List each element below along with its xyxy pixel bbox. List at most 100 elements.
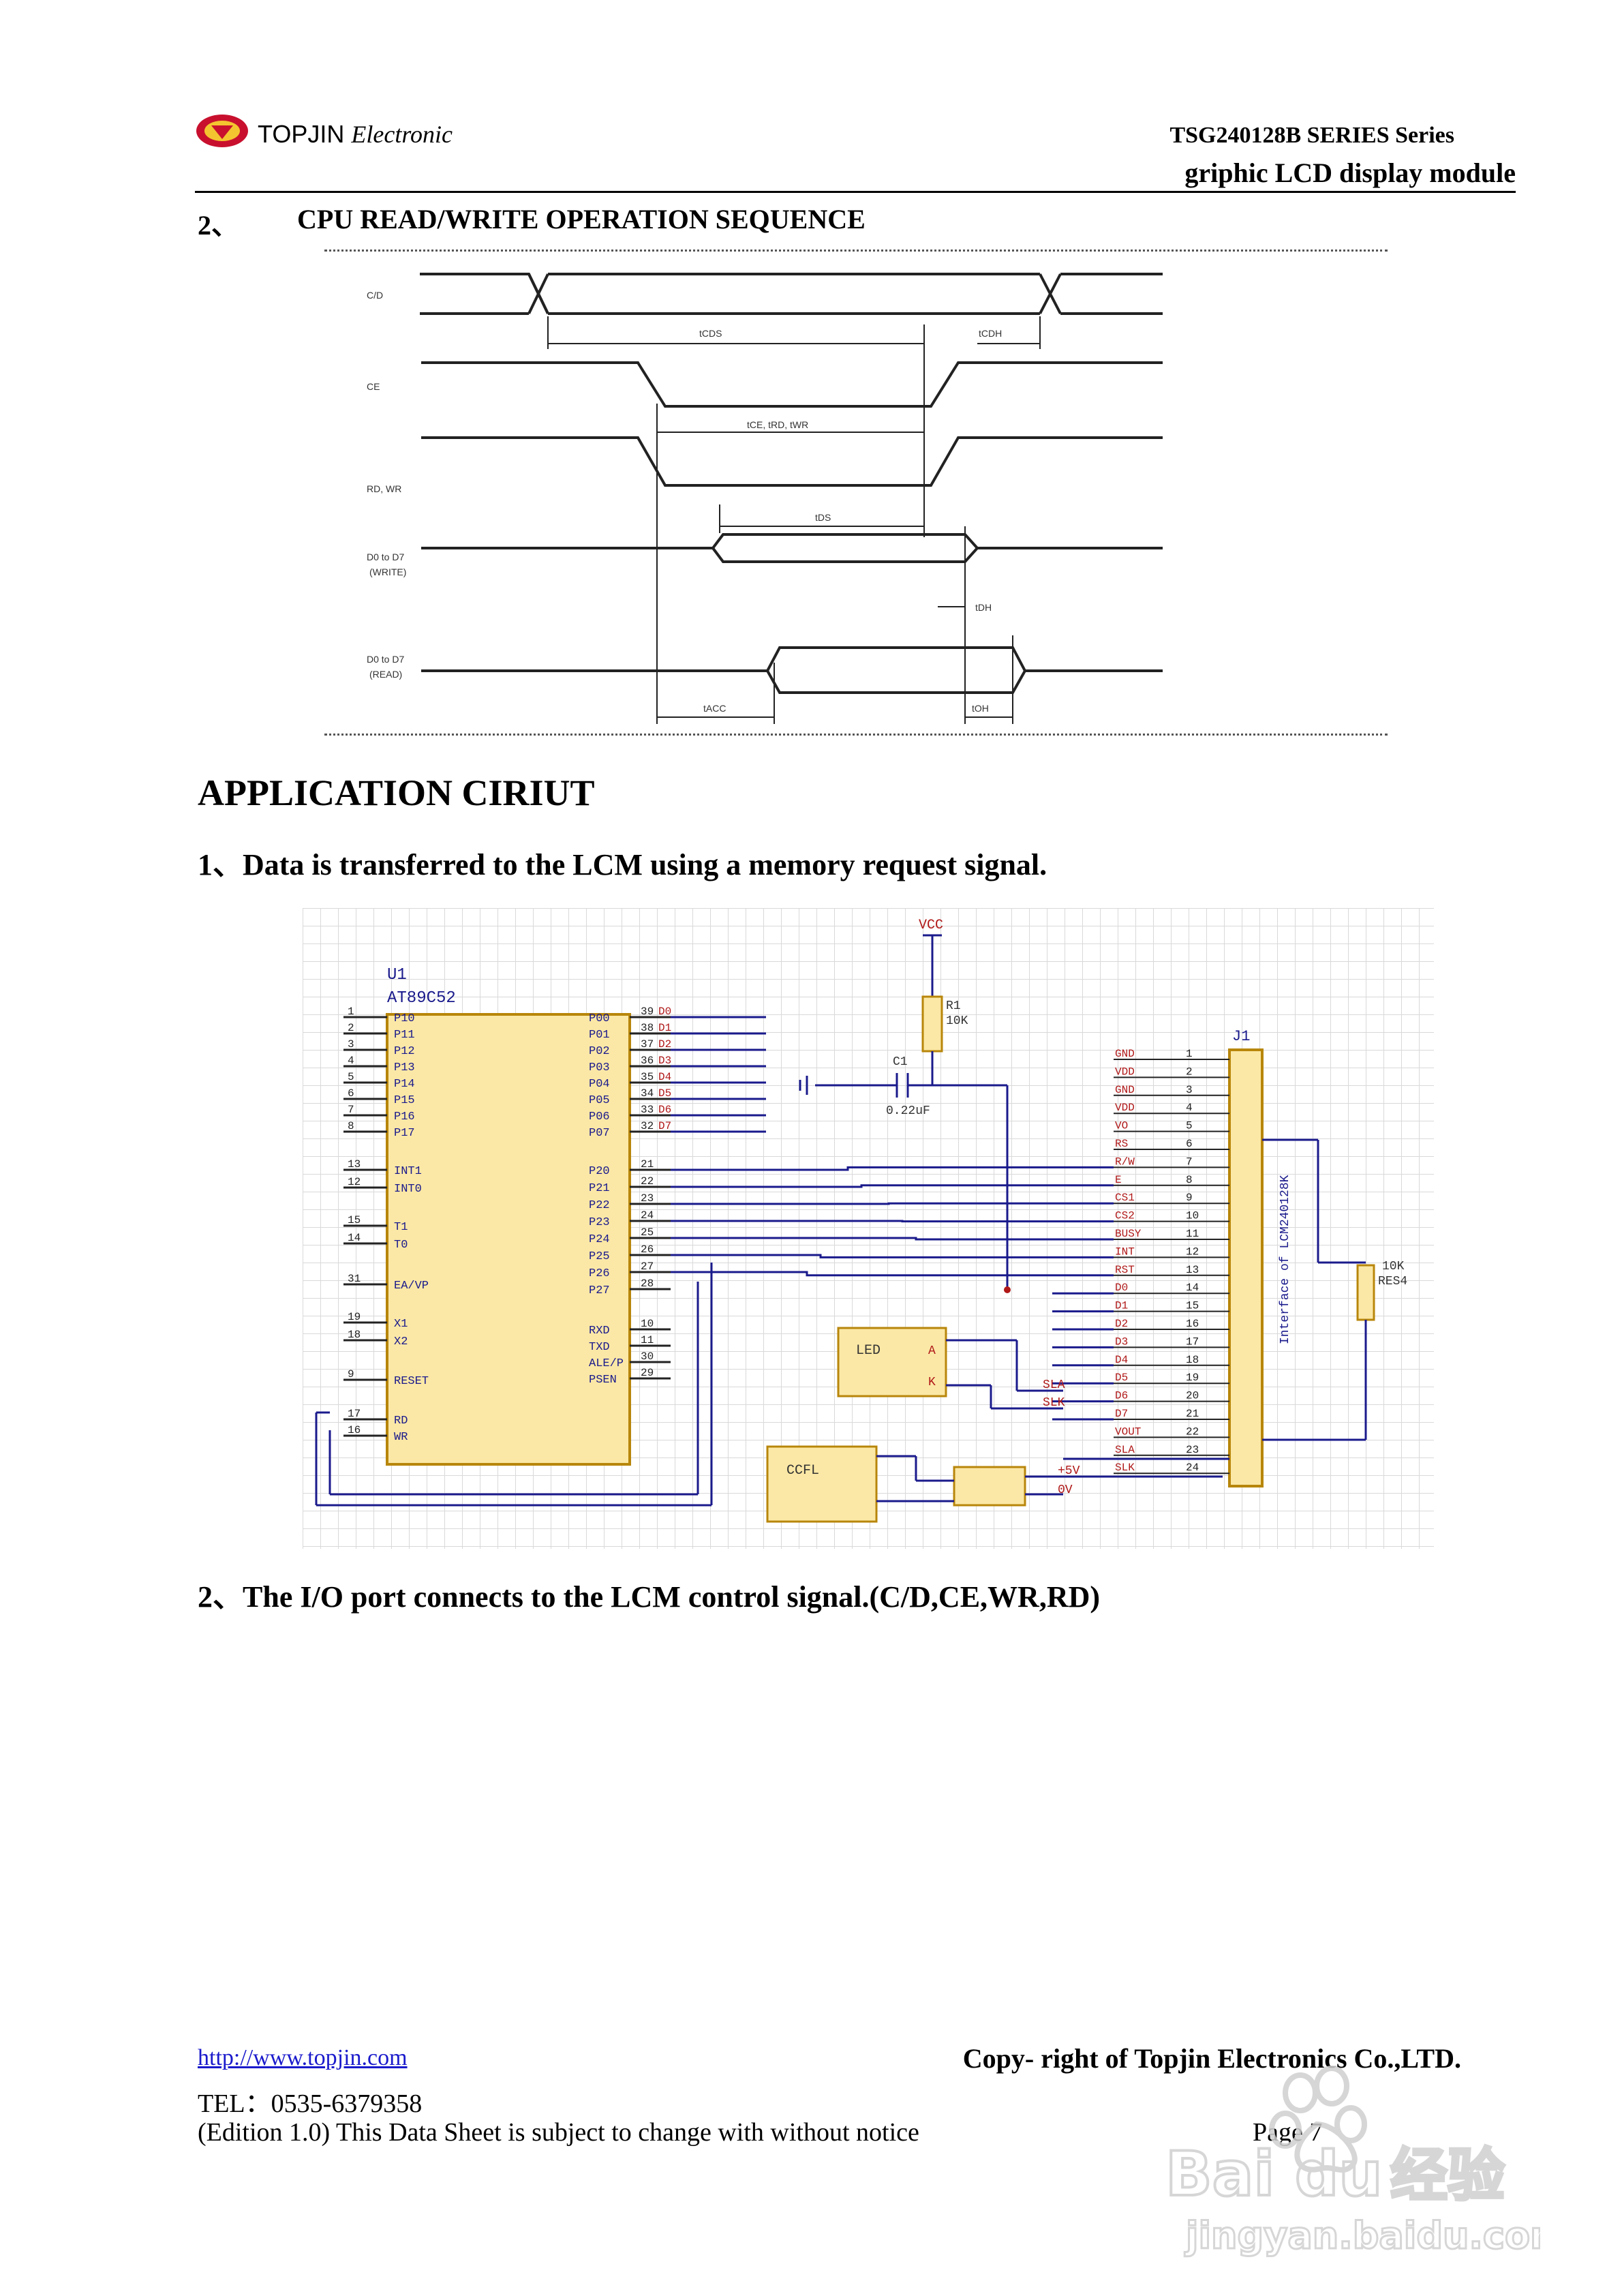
timing-diagram: C/D CE RD, WR D0 to D7 (WRITE) D0 to D7 … [367,273,1163,724]
j1-pin-name: INT [1115,1245,1135,1258]
j1-pin-number: 13 [1186,1264,1199,1276]
led-a-label: A [928,1344,936,1358]
vcc-label: VCC [919,918,943,933]
svg-text:RD, WR: RD, WR [367,483,401,494]
j1-pin-number: 24 [1186,1462,1199,1474]
j1-pin-name: VDD [1115,1102,1135,1114]
svg-text:tCDH: tCDH [979,328,1002,339]
u1-left-pin-number: 15 [348,1214,361,1226]
u1-right-pin-number: 37 [641,1038,654,1051]
u1-net-label: D4 [658,1071,671,1083]
u1-left-pin-name: P16 [394,1111,415,1123]
j1-pin-number: 2 [1186,1066,1193,1078]
u1-left-pin-number: 18 [348,1329,361,1341]
j1-pin-name: RS [1115,1138,1128,1150]
u1-left-pin-number: 3 [348,1038,354,1051]
u1-left-pin-name: RESET [394,1375,429,1388]
u1-right-pin-name: P04 [589,1078,610,1091]
u1-left-pin-name: T1 [394,1221,408,1234]
u1-left-pin-name: T0 [394,1239,408,1252]
u1-net-label: D6 [658,1104,671,1116]
u1-left-pin-number: 9 [348,1368,354,1380]
u1-right-pin-name: P21 [589,1182,610,1195]
u1-left-pin-name: X2 [394,1335,408,1348]
u1-left-pin-number: 31 [348,1273,361,1285]
header-module: griphic LCD display module [1184,157,1516,188]
j1-pin-name: GND [1115,1084,1135,1096]
u1-net-label: D0 [658,1006,671,1018]
u1-left-pin-name: INT0 [394,1183,422,1196]
j1-pin-number: 21 [1186,1408,1199,1420]
j1-pin-name: VDD [1115,1066,1135,1078]
u1-left-pin-name: INT1 [394,1165,422,1178]
j1-pin-name: D3 [1115,1335,1128,1348]
u1-right-pin-number: 11 [641,1334,654,1346]
control-bus-line [671,1220,1114,1223]
u1-right-pin-number: 34 [641,1087,654,1100]
u1-left-pin-number: 16 [348,1424,361,1436]
u1-net-label: D5 [658,1087,671,1100]
j1-connector [1228,1048,1264,1487]
u1-left-pin-name: P15 [394,1094,415,1107]
u1-left-pin-number: 17 [348,1408,361,1420]
footer-url-link[interactable]: http://www.topjin.com [198,2045,408,2070]
r1-label: R1 [946,999,961,1013]
u1-right-pin-name: P20 [589,1165,610,1178]
j1-pin-number: 4 [1186,1102,1193,1114]
j1-pin-name: SLK [1115,1462,1135,1474]
u1-right-pin-number: 30 [641,1350,654,1363]
j1-pin-number: 5 [1186,1120,1193,1132]
logo-italic-text: Electronic [351,121,453,148]
r1-resistor [921,995,943,1053]
paw-icon [1269,2066,1367,2173]
j1-pin-name: CS1 [1115,1192,1135,1204]
u1-left-pin-name: EA/VP [394,1280,429,1293]
svg-text:CE: CE [367,381,380,392]
logo-wordmark: TOPJIN Electronic [258,120,453,149]
j1-pin-name: SLA [1115,1444,1135,1456]
application-title: APPLICATION CIRIUT [198,772,595,813]
j1-pin-name: D1 [1115,1300,1128,1312]
svg-text:tCDS: tCDS [699,328,722,339]
control-bus-line [671,1271,1114,1277]
r1-value: 10K [946,1014,968,1028]
j1-pin-number: 16 [1186,1318,1199,1330]
footer-tel: TEL：0535-6379358 [198,2089,423,2118]
j1-pin-number: 23 [1186,1444,1199,1456]
u1-right-pin-name: P26 [589,1267,610,1280]
u1-right-pin-number: 28 [641,1278,654,1290]
u1-right-pin-number: 38 [641,1022,654,1034]
j1-pin-number: 20 [1186,1390,1199,1402]
section-number: 2、 [198,210,239,241]
u1-right-pin-number: 35 [641,1071,654,1083]
u1-right-pin-number: 21 [641,1158,654,1170]
svg-text:C/D: C/D [367,290,383,301]
j1-pin-name: D6 [1115,1390,1128,1402]
j1-pin-number: 19 [1186,1372,1199,1384]
u1-right-pin-number: 26 [641,1243,654,1256]
svg-text:(READ): (READ) [369,669,402,680]
j1-pin-number: 1 [1186,1048,1193,1060]
svg-text:tOH: tOH [972,703,989,714]
j1-pin-name: CS2 [1115,1210,1135,1222]
u1-left-pin-name: X1 [394,1318,408,1331]
baidu-watermark: Bai du 经验 jingyan.baidu.com [1164,2066,1540,2259]
svg-text:D0 to D7: D0 to D7 [367,552,404,562]
svg-text:tDS: tDS [815,512,831,523]
j1-pin-name: GND [1115,1048,1135,1060]
u1-right-pin-number: 27 [641,1260,654,1273]
j1-ref: J1 [1232,1028,1250,1045]
j1-pin-name: RST [1115,1264,1135,1276]
u1-right-pin-name: P01 [589,1029,610,1042]
u1-right-pin-number: 10 [641,1318,654,1330]
u1-right-pin-number: 25 [641,1226,654,1239]
j1-pin-number: 17 [1186,1335,1199,1348]
zerov-label: 0V [1058,1483,1073,1497]
pot-ref: RES4 [1378,1275,1407,1288]
u1-left-pin-name: WR [394,1431,408,1444]
u1-right-pin-name: TXD [589,1341,610,1354]
j1-pin-name: D5 [1115,1372,1128,1384]
u1-right-pin-name: P23 [589,1216,610,1229]
u1-left-pin-name: P13 [394,1061,415,1074]
j1-pin-number: 7 [1186,1155,1193,1168]
